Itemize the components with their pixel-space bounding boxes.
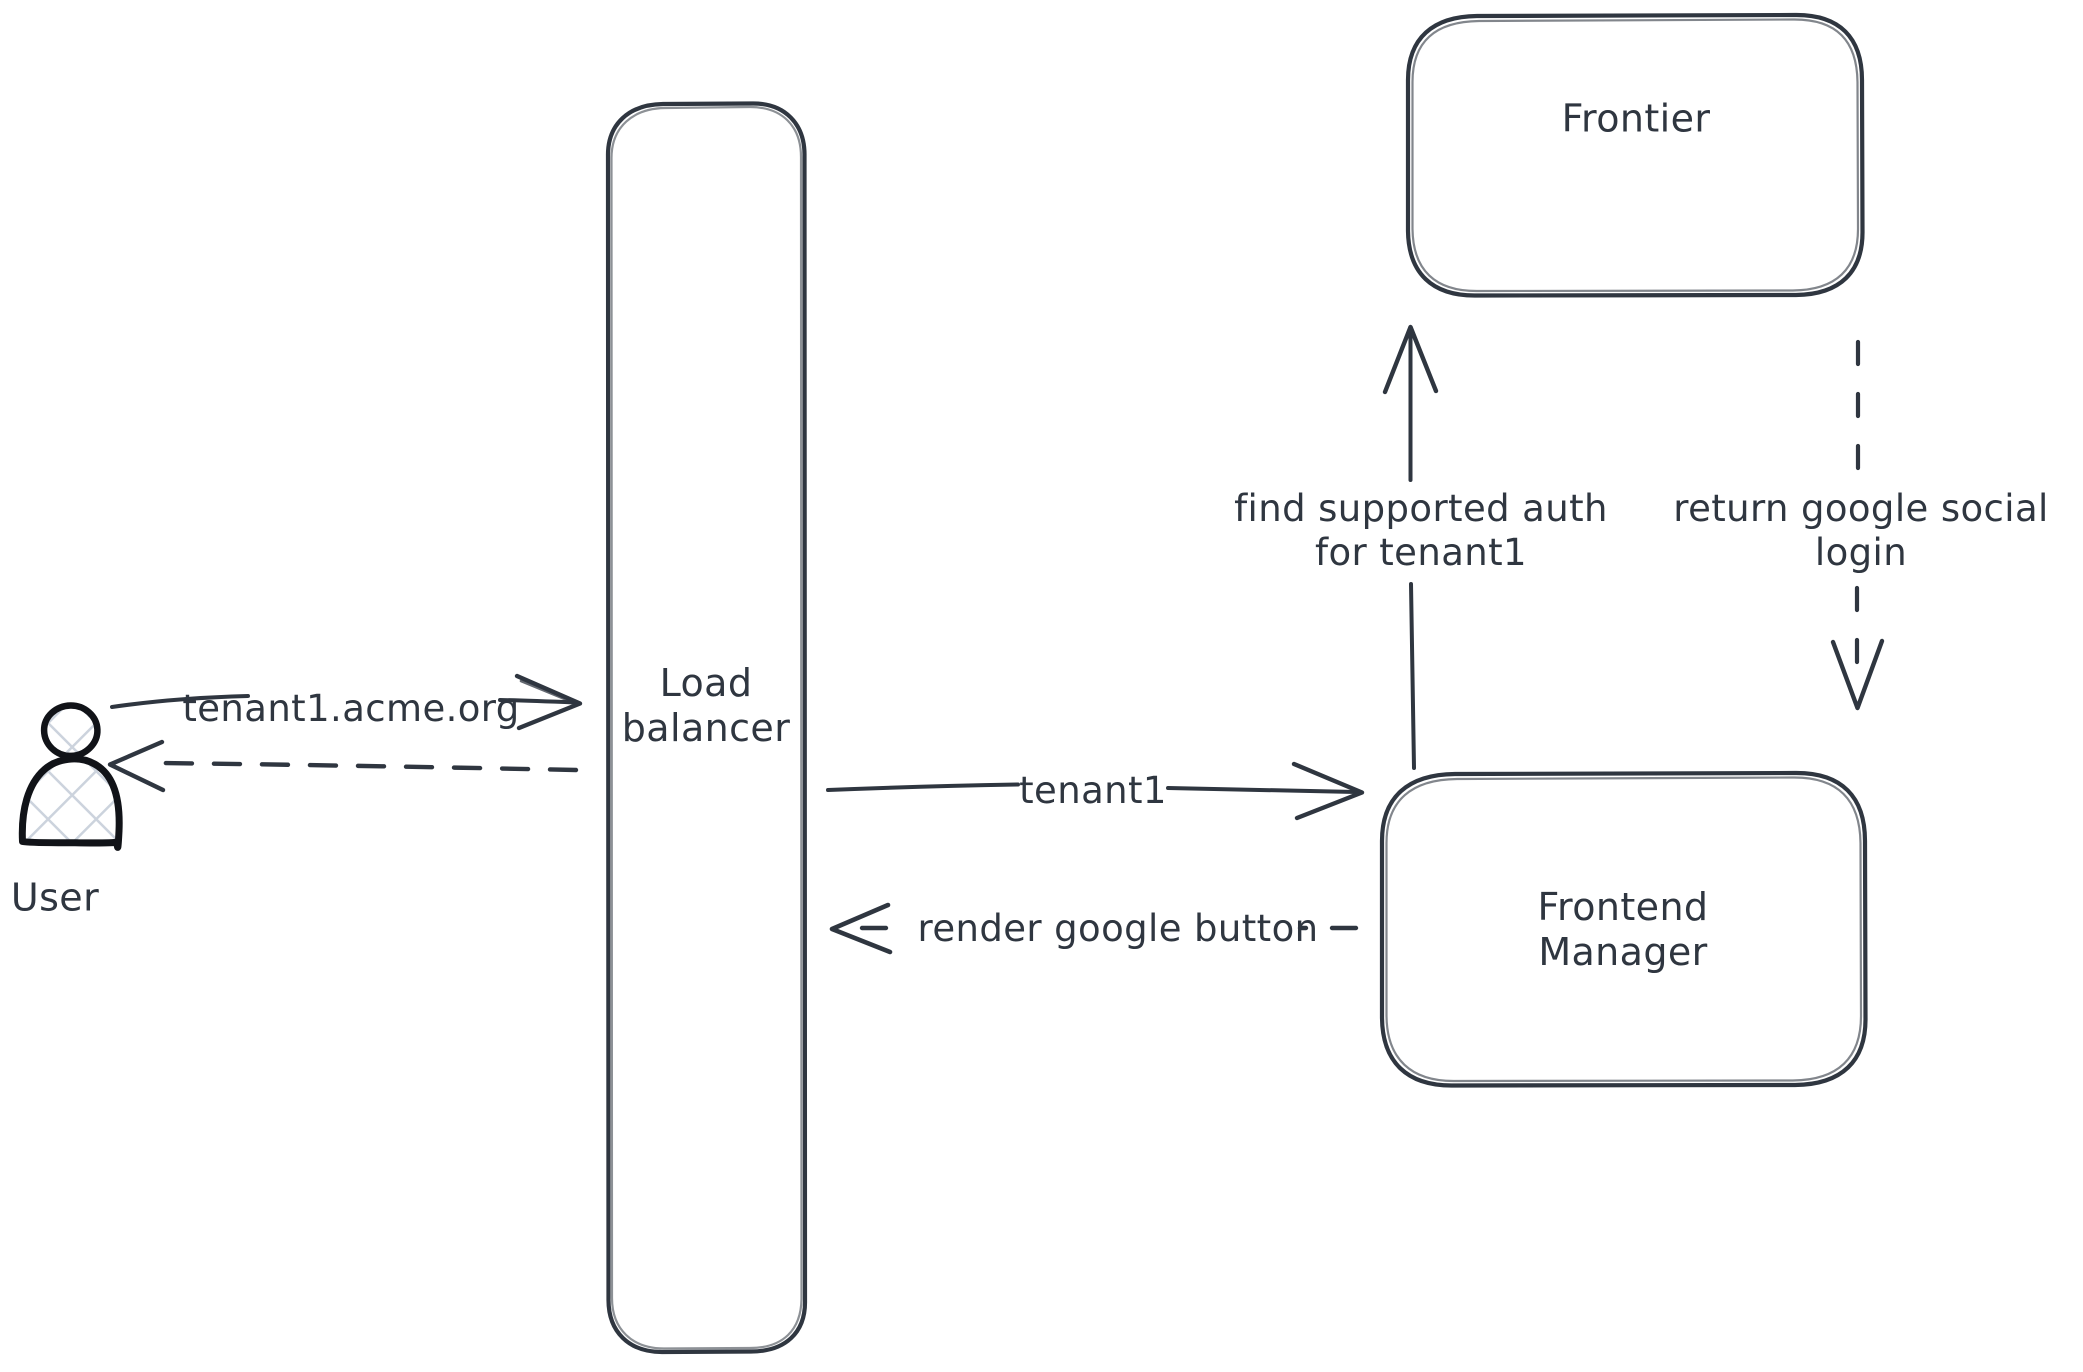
user-actor-icon: [18, 702, 123, 851]
edge-load-balancer-to-user: [107, 739, 579, 793]
load-balancer-node[interactable]: [605, 101, 808, 1355]
edge-frontier-to-frontend-manager: [1830, 339, 1885, 711]
edge-frontend-manager-to-frontier: [1382, 324, 1439, 770]
edge-user-to-load-balancer: [110, 673, 583, 731]
frontier-node[interactable]: [1405, 12, 1865, 298]
frontend-manager-node[interactable]: [1379, 770, 1868, 1088]
edge-load-balancer-to-frontend-manager: [826, 761, 1365, 821]
edge-frontend-manager-to-load-balancer: [829, 902, 1359, 955]
